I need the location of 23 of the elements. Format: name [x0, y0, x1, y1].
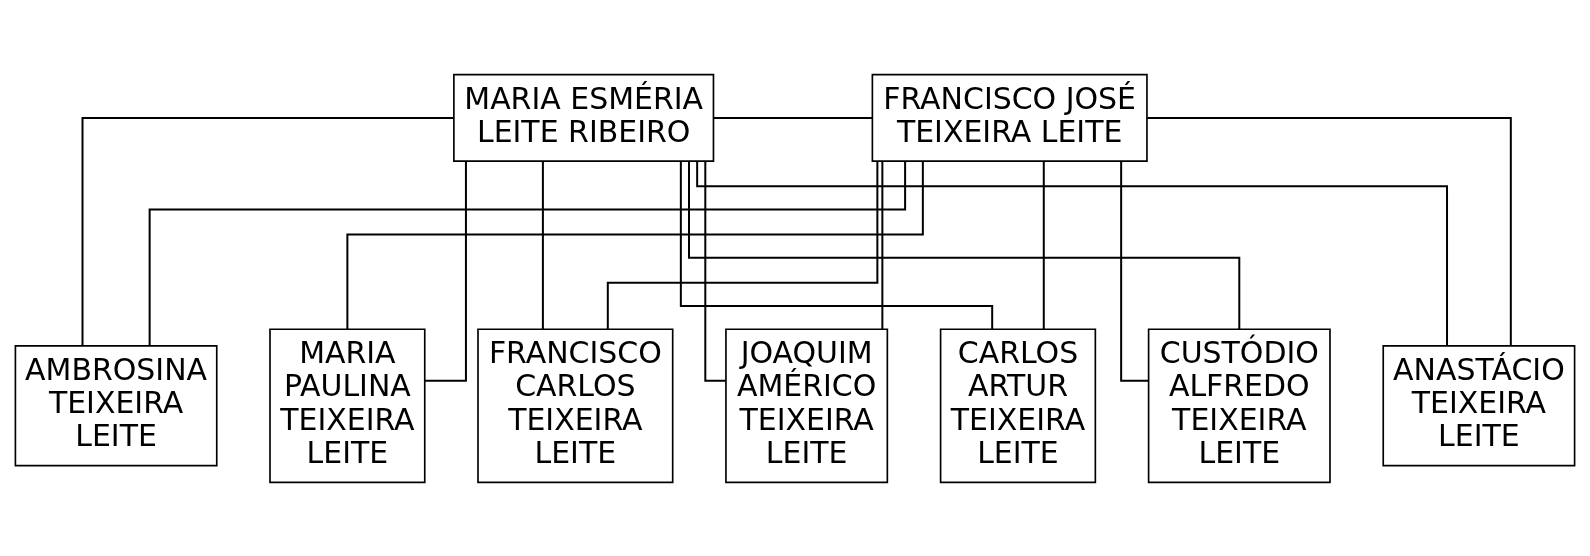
- connector: [148, 160, 907, 347]
- connector: [712, 116, 874, 119]
- connector: [541, 160, 544, 330]
- connector: [1146, 116, 1512, 346]
- node-box: FRANCISCO CARLOS TEIXEIRA LEITE: [477, 327, 674, 483]
- connector: [1042, 160, 1045, 330]
- connector: [606, 159, 879, 330]
- node-box: ANASTÁCIO TEIXEIRA LEITE: [1382, 344, 1576, 467]
- node-box: CUSTÓDIO ALFREDO TEIXEIRA LEITE: [1147, 327, 1331, 483]
- node-box: FRANCISCO JOSÉ TEIXEIRA LEITE: [871, 73, 1148, 162]
- connector: [688, 159, 1241, 330]
- connector: [346, 159, 924, 330]
- connector: [704, 159, 727, 382]
- node-box: MARIA PAULINA TEIXEIRA LEITE: [269, 327, 426, 483]
- connector: [81, 116, 455, 346]
- connector: [1120, 159, 1150, 382]
- connector: [424, 159, 467, 382]
- node-box: JOAQUIM AMÉRICO TEIXEIRA LEITE: [725, 327, 889, 483]
- node-box: MARIA ESMÉRIA LEITE RIBEIRO: [453, 73, 715, 162]
- connector: [881, 160, 884, 330]
- node-box: CARLOS ARTUR TEIXEIRA LEITE: [939, 327, 1097, 483]
- connector: [696, 160, 1448, 347]
- node-box: AMBROSINA TEIXEIRA LEITE: [14, 344, 218, 467]
